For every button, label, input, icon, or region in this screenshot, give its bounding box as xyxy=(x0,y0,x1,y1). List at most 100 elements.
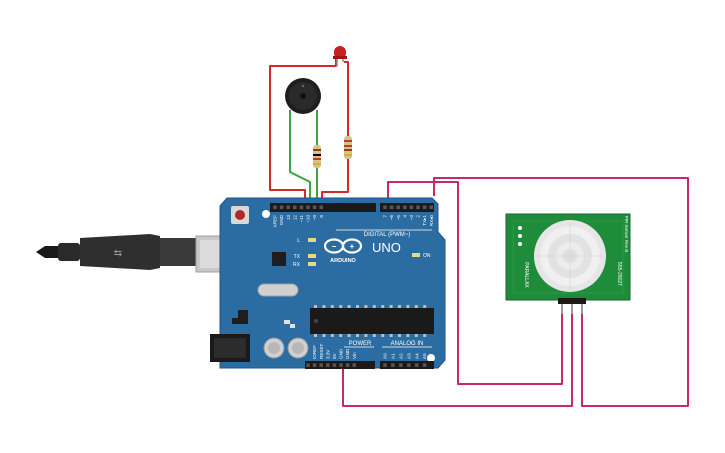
pir-top-text: PIR Sensor Rev B xyxy=(624,216,629,253)
digital-pin-hole[interactable] xyxy=(273,205,277,210)
pin-label: IOREF xyxy=(312,345,317,359)
pin-label: ~5 xyxy=(396,215,401,221)
power-pin-hole[interactable] xyxy=(339,363,343,367)
piezo-buzzer[interactable] xyxy=(285,78,321,114)
analog-pin-hole[interactable] xyxy=(422,363,427,367)
pin-label: ~10 xyxy=(306,215,311,223)
svg-text:ON: ON xyxy=(423,253,431,259)
pin-label: TX▸1 xyxy=(422,215,427,226)
power-pin-hole[interactable] xyxy=(319,363,323,367)
pir-left-text: PARALLAX xyxy=(523,262,529,288)
wire-buzzer-neg[interactable] xyxy=(289,110,311,207)
digital-pin-hole[interactable] xyxy=(409,205,414,210)
usb-icon: ⇆ xyxy=(114,248,122,259)
digital-pin-holes xyxy=(273,205,433,210)
pin-label: ~3 xyxy=(409,215,414,221)
power-pin-hole[interactable] xyxy=(332,363,337,367)
power-pin-hole[interactable] xyxy=(326,363,330,367)
usb-chip xyxy=(272,252,286,266)
digital-pin-hole[interactable] xyxy=(389,205,394,210)
pin-label: 8 xyxy=(319,215,324,218)
resistor-led[interactable] xyxy=(344,136,352,159)
pin-label: GND xyxy=(339,348,344,359)
wire-gnd-to-led[interactable] xyxy=(269,58,337,207)
mounting-hole xyxy=(427,354,435,362)
digital-header-right xyxy=(380,203,434,212)
svg-text:RX: RX xyxy=(293,262,301,268)
resistor-buzzer[interactable] xyxy=(313,145,321,168)
svg-text:L: L xyxy=(297,238,300,244)
pin-label: A4 xyxy=(414,353,419,359)
brand-label: ARDUINO xyxy=(330,258,356,264)
pin-label: A5 xyxy=(422,353,427,359)
voltage-regulator xyxy=(238,310,248,324)
model-label: UNO xyxy=(372,240,401,255)
digital-pin-hole[interactable] xyxy=(299,205,304,210)
crystal-oscillator xyxy=(257,283,299,297)
digital-pin-hole[interactable] xyxy=(279,205,284,210)
pin-label: A1 xyxy=(391,353,396,359)
pin-label: GND xyxy=(279,214,284,225)
pin-label: ~9 xyxy=(312,215,317,221)
wire-pir-out[interactable] xyxy=(387,181,563,385)
onboard-led-l: L xyxy=(297,238,316,244)
analog-pin-hole[interactable] xyxy=(414,363,419,367)
wire-resistor-to-led[interactable] xyxy=(344,61,349,138)
onboard-led-tx: TX xyxy=(294,254,316,260)
pin-label: RX◂0 xyxy=(429,215,434,227)
analog-pin-hole[interactable] xyxy=(383,363,387,367)
pin-label: 2 xyxy=(416,215,421,218)
digital-pin-hole[interactable] xyxy=(416,205,420,210)
analog-pin-hole[interactable] xyxy=(399,363,403,367)
mounting-hole xyxy=(262,210,270,218)
pin-label: GND xyxy=(345,348,350,359)
pin-label: 13 xyxy=(286,215,291,221)
power-pin-hole[interactable] xyxy=(312,363,317,367)
analog-pin-hole[interactable] xyxy=(391,363,395,367)
svg-text:+: + xyxy=(350,242,355,251)
red-led[interactable] xyxy=(333,46,347,66)
pin-label: RESET xyxy=(319,343,324,359)
digital-pin-hole[interactable] xyxy=(312,205,317,210)
power-jack[interactable] xyxy=(210,334,250,362)
reset-button[interactable] xyxy=(231,206,249,224)
svg-text:−: − xyxy=(332,242,337,251)
pin-label: 12 xyxy=(292,215,297,221)
capacitor xyxy=(287,337,309,359)
analog-header-label: ANALOG IN xyxy=(391,341,424,347)
pir-right-text: 555-28027 xyxy=(616,262,622,286)
pin-label: 3.3V xyxy=(325,349,330,359)
digital-pin-hole[interactable] xyxy=(429,205,433,210)
digital-pin-hole[interactable] xyxy=(422,205,427,210)
wire-pir-gnd[interactable] xyxy=(433,177,689,407)
analog-pin-hole[interactable] xyxy=(406,363,411,367)
digital-pin-hole[interactable] xyxy=(396,205,400,210)
digital-pin-hole[interactable] xyxy=(403,205,407,210)
power-pin-hole[interactable] xyxy=(306,363,310,367)
digital-pin-hole[interactable] xyxy=(319,205,323,210)
digital-pin-hole[interactable] xyxy=(306,205,310,210)
pin-label: A2 xyxy=(398,353,403,359)
power-pin-hole[interactable] xyxy=(345,363,350,367)
pin-label: Vin xyxy=(352,352,357,359)
usb-cable[interactable]: ⇆ xyxy=(36,234,237,273)
digital-pin-hole[interactable] xyxy=(293,205,297,210)
digital-pin-hole[interactable] xyxy=(286,205,290,210)
arduino-logo: − + ARDUINO xyxy=(323,238,363,264)
power-header-label: POWER xyxy=(349,341,372,347)
atmega-chip xyxy=(310,305,434,337)
digital-pin-hole[interactable] xyxy=(383,205,387,210)
power-pin-hole[interactable] xyxy=(352,363,356,367)
onboard-led-rx: RX xyxy=(293,262,316,268)
pin-label: A3 xyxy=(406,353,411,359)
pir-sensor[interactable]: PARALLAX 555-28027 PIR Sensor Rev B xyxy=(505,213,631,314)
pin-label: ~6 xyxy=(389,215,394,221)
wires xyxy=(269,58,689,407)
wire-pir-vcc[interactable] xyxy=(342,312,573,407)
pin-label: ~11 xyxy=(299,215,304,223)
